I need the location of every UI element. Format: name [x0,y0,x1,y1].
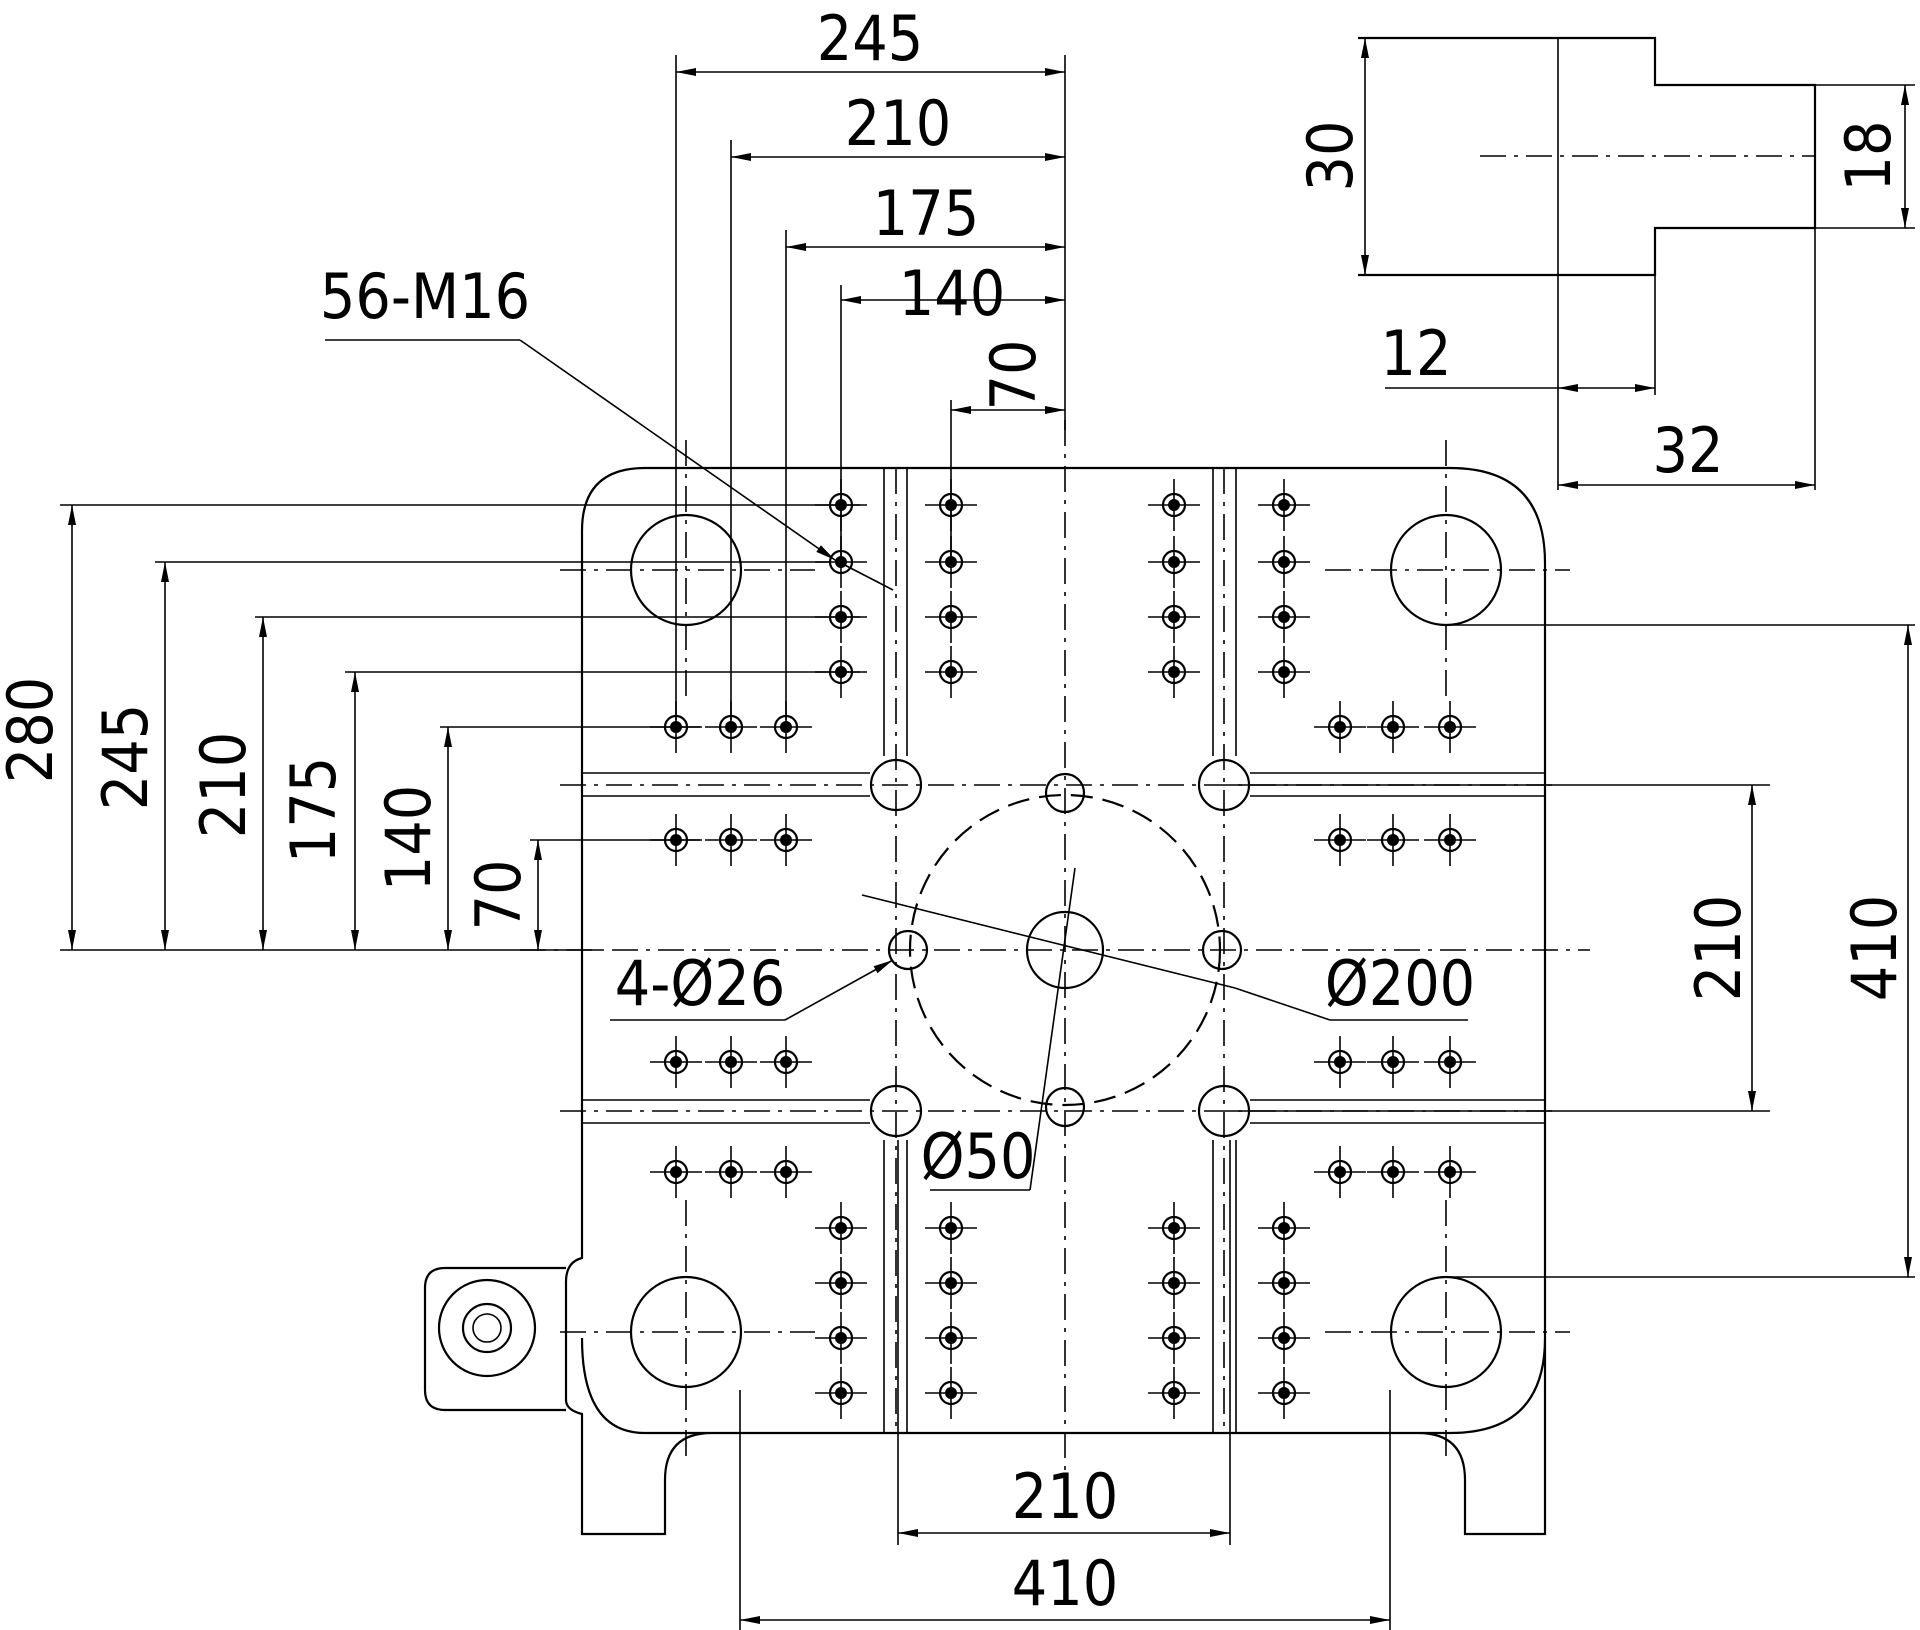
dim-left-245: 245 [89,704,162,810]
ejector-hole-right [1201,929,1243,971]
tapped-hole-m16 [925,591,977,643]
tapped-hole-m16 [760,814,812,866]
dim-top-70: 70 [977,340,1050,411]
callout-dia200: Ø200 [1325,947,1475,1020]
tapped-hole-m16 [1314,701,1366,753]
detail-dim-12: 12 [1381,317,1452,390]
dim-left-70: 70 [462,860,535,931]
dim-bottom-410: 410 [1012,1547,1118,1620]
tapped-hole-m16 [1148,1367,1200,1419]
center-holes [887,772,1243,1128]
tapped-hole-m16 [1367,701,1419,753]
tapped-hole-m16 [1148,591,1200,643]
tapped-hole-m16 [1148,1202,1200,1254]
tapped-hole-m16 [705,701,757,753]
dim-right-410: 410 [1838,895,1911,1001]
tapped-hole-m16 [1258,479,1310,531]
t-slots [582,468,1545,1433]
ejector-hole-top [1044,772,1086,814]
tapped-hole-m16 [1367,1036,1419,1088]
tapped-hole-m16 [1314,814,1366,866]
right-dimensions: 210 410 [1230,624,1915,1278]
tapped-hole-m16 [815,1202,867,1254]
tapped-hole-m16 [650,1036,702,1088]
left-dimensions: 280 245 210 175 140 70 [0,504,860,951]
dim-left-280: 280 [0,677,67,783]
dim-top-210: 210 [845,87,951,160]
tapped-hole-m16 [925,646,977,698]
tapped-hole-m16 [1148,536,1200,588]
detail-view: 30 18 12 32 [1294,36,1915,490]
tapped-hole-m16 [1258,536,1310,588]
tapped-hole-m16 [705,1146,757,1198]
dim-left-140: 140 [372,785,445,891]
tapped-hole-m16 [1424,1036,1476,1088]
detail-dim-32: 32 [1653,414,1724,487]
tapped-hole-m16 [1314,1146,1366,1198]
callout-4-dia26: 4-Ø26 [615,947,785,1020]
tapped-hole-m16 [705,814,757,866]
dim-left-175: 175 [277,757,350,863]
callouts: 56-M16 4-Ø26 Ø200 Ø50 [320,260,1475,1193]
top-dimensions: 245 210 175 140 70 [675,2,1066,720]
tapped-hole-m16 [760,1036,812,1088]
tapped-hole-m16 [1258,646,1310,698]
tapped-holes [650,479,1476,1419]
tapped-hole-m16 [925,1257,977,1309]
tapped-hole-m16 [1424,1146,1476,1198]
tapped-hole-m16 [1258,1202,1310,1254]
tapped-hole-m16 [1367,1146,1419,1198]
tapped-hole-m16 [815,1257,867,1309]
tapped-hole-m16 [925,1202,977,1254]
dim-bottom-210: 210 [1012,1460,1118,1533]
tapped-hole-m16 [815,1367,867,1419]
tapped-hole-m16 [1258,1312,1310,1364]
bolt-circle [908,793,1222,1107]
callout-56-m16: 56-M16 [320,260,530,333]
tapped-hole-m16 [1258,1257,1310,1309]
tapped-hole-m16 [1314,1036,1366,1088]
tapped-hole-m16 [1367,814,1419,866]
tapped-hole-m16 [815,1312,867,1364]
tapped-hole-m16 [1424,814,1476,866]
tapped-hole-m16 [1148,646,1200,698]
callout-dia50: Ø50 [921,1120,1036,1193]
ejector-hole-bottom [1044,1086,1086,1128]
bottom-dimensions: 210 410 [739,1140,1391,1630]
tapped-hole-m16 [1258,591,1310,643]
dim-top-245: 245 [817,2,923,75]
tapped-hole-m16 [650,1146,702,1198]
detail-dim-30: 30 [1294,121,1367,192]
dim-right-210: 210 [1682,895,1755,1001]
tapped-hole-m16 [925,1367,977,1419]
detail-dim-18: 18 [1832,121,1905,192]
tapped-hole-m16 [1148,479,1200,531]
dim-top-175: 175 [873,177,979,250]
tapped-hole-m16 [1258,1367,1310,1419]
tapped-hole-m16 [1424,701,1476,753]
dim-top-140: 140 [899,257,1005,330]
tie-bar-holes [560,440,1570,1460]
ejector-hole-left [887,929,929,971]
tapped-hole-m16 [1148,1257,1200,1309]
tapped-hole-m16 [925,1312,977,1364]
tapped-hole-m16 [1148,1312,1200,1364]
dim-left-210: 210 [187,732,260,838]
tapped-hole-m16 [705,1036,757,1088]
center-hole [1025,910,1105,990]
tapped-hole-m16 [760,1146,812,1198]
